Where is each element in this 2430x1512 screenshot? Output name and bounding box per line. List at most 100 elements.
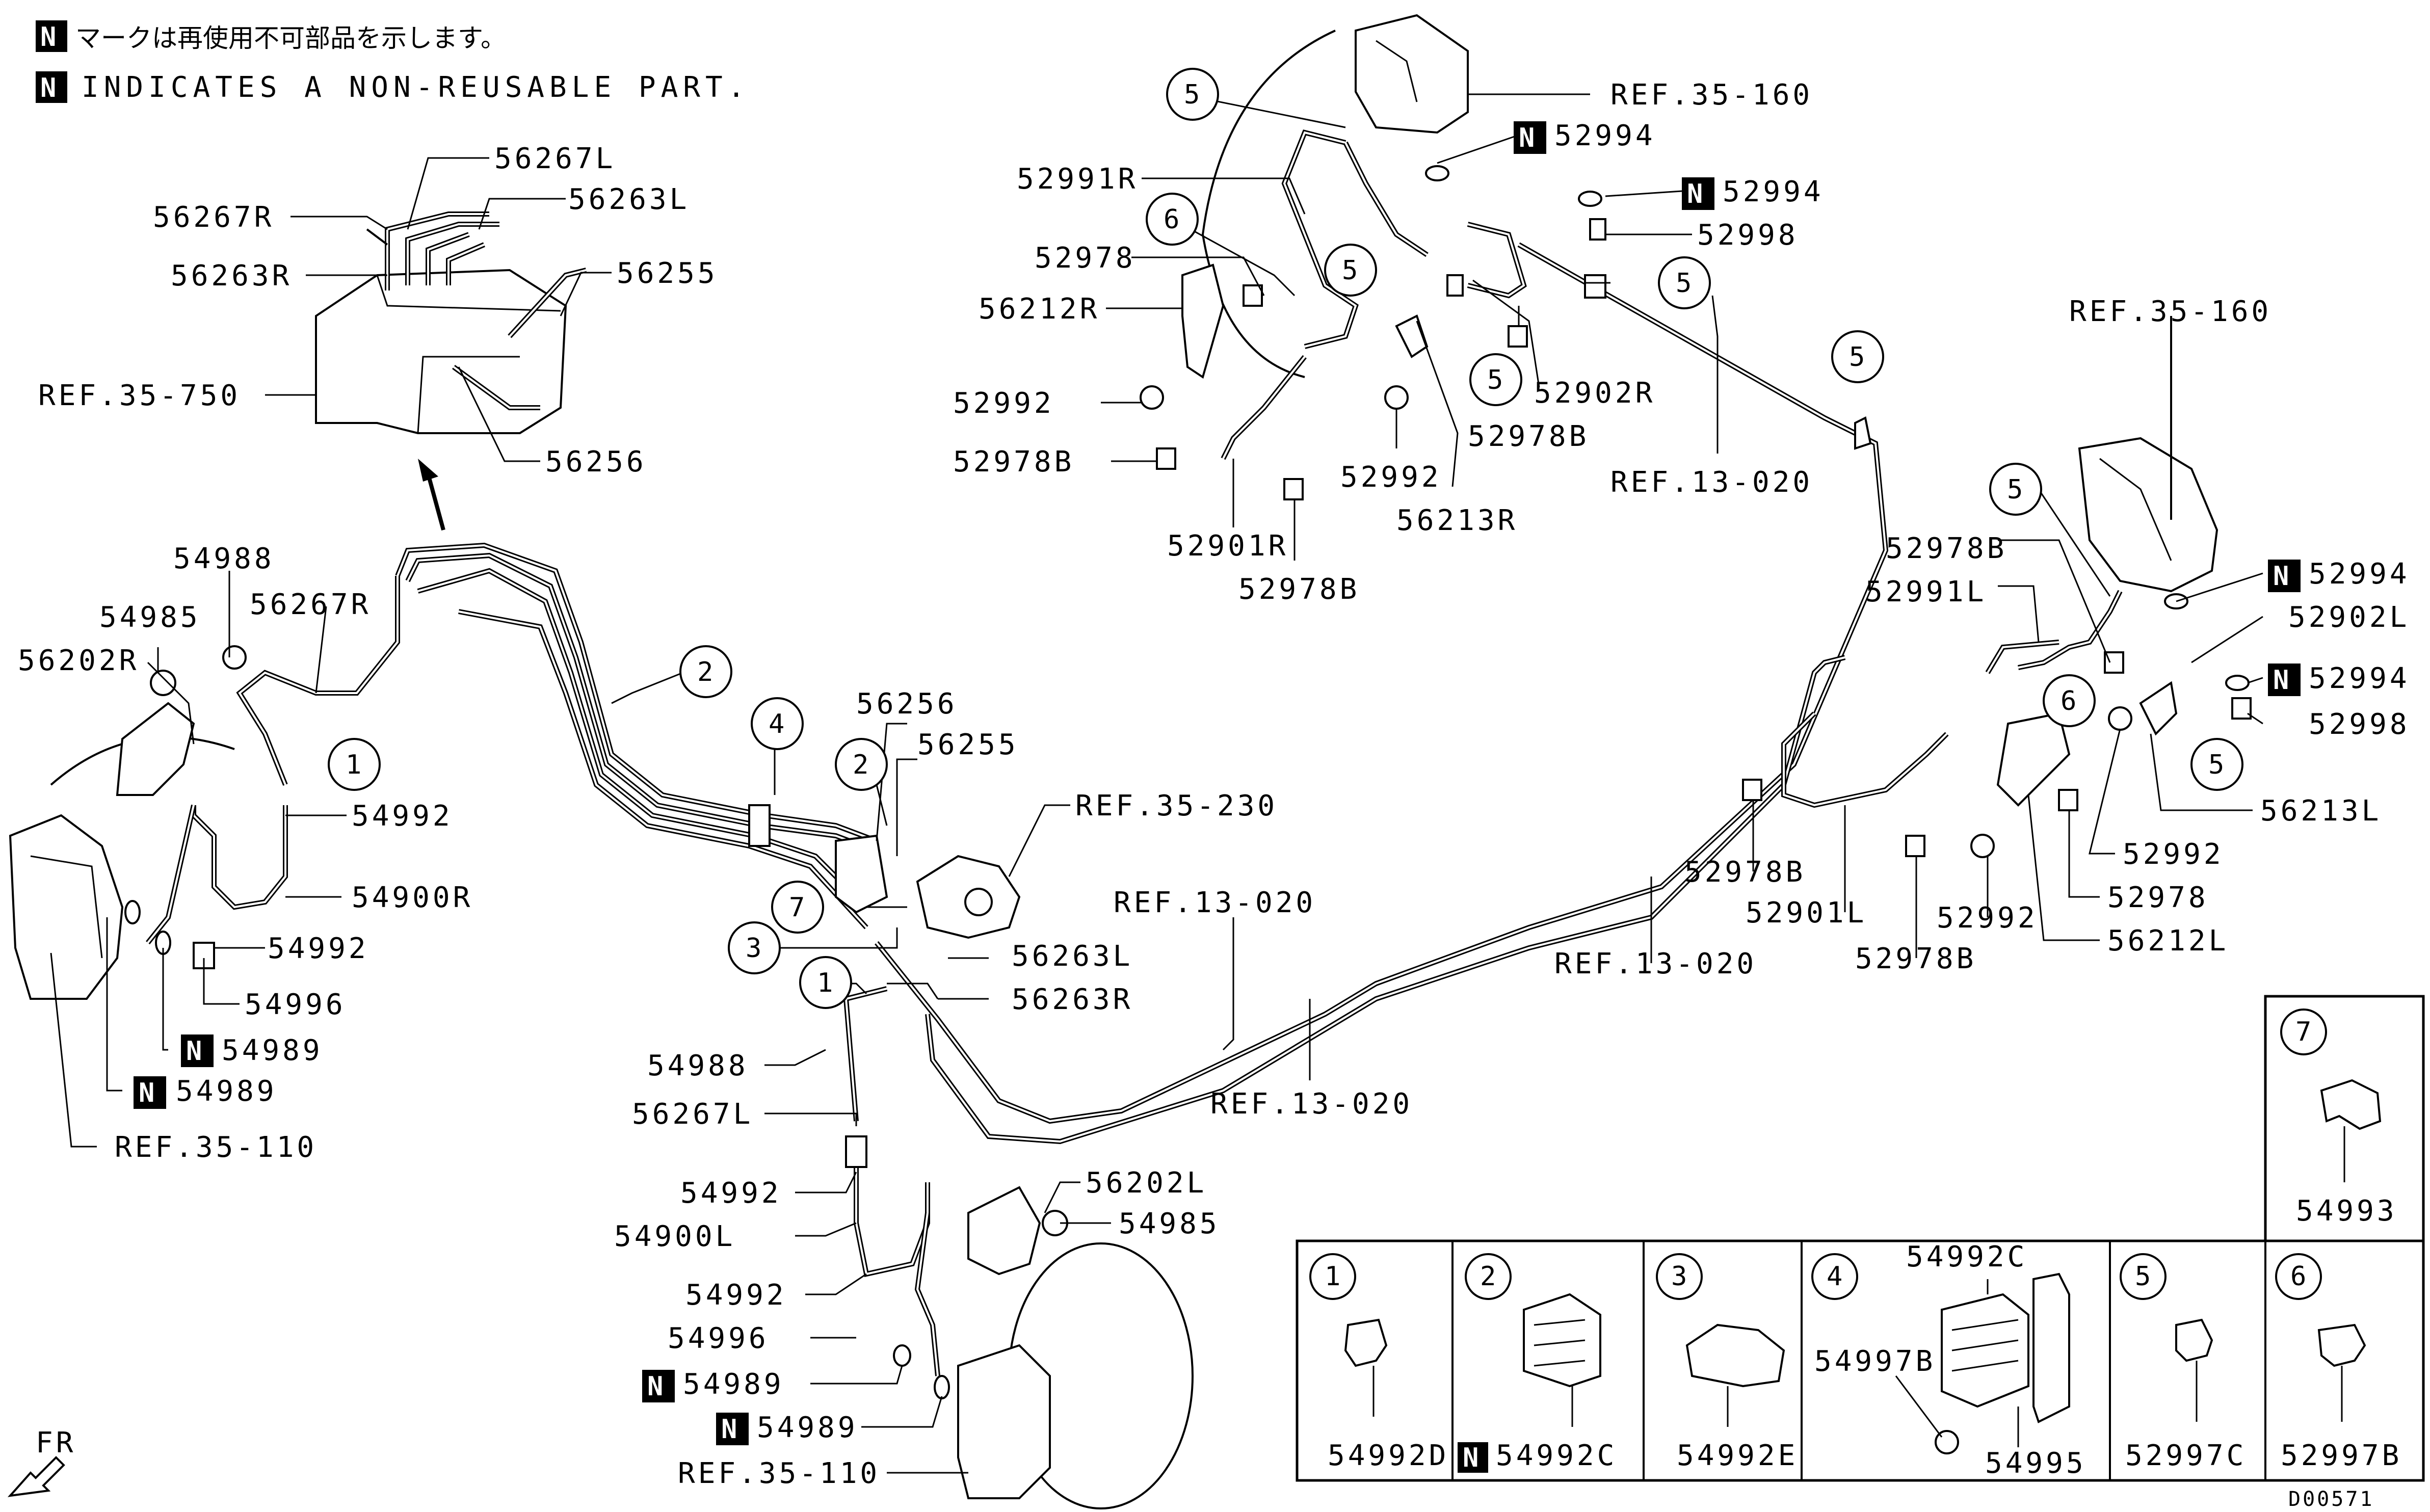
inset-part-54992E: 54992E bbox=[1677, 1439, 1798, 1472]
svg-text:5: 5 bbox=[2208, 750, 2224, 780]
n-mark-icon: N bbox=[647, 1371, 663, 1402]
legend: N マークは再使用不可部品を示します。 N INDICATES A NON-RE… bbox=[36, 20, 745, 104]
inset-part-52997C: 52997C bbox=[2125, 1439, 2247, 1472]
label-54988: 54988 bbox=[647, 1049, 749, 1082]
front-direction-indicator: FR bbox=[7, 1426, 76, 1497]
label-52998: 52998 bbox=[1697, 219, 1799, 252]
svg-text:3: 3 bbox=[1671, 1261, 1687, 1292]
leader-lines bbox=[50, 93, 2263, 1474]
label-ref-13-020: REF.13-020 bbox=[1610, 466, 1813, 499]
label-56255: 56255 bbox=[617, 257, 718, 290]
svg-text:1: 1 bbox=[817, 968, 833, 998]
label-56267L: 56267L bbox=[494, 142, 616, 175]
callout-circle-2: 2 bbox=[835, 738, 888, 791]
label-56256: 56256 bbox=[545, 445, 647, 479]
inset-part-54995: 54995 bbox=[1985, 1447, 2086, 1480]
svg-text:5: 5 bbox=[1184, 79, 1200, 110]
label-54989: 54989 bbox=[683, 1368, 784, 1401]
inset-cell-5: 5 52997C bbox=[2120, 1253, 2247, 1472]
n-mark-icon: N bbox=[186, 1036, 202, 1067]
svg-text:5: 5 bbox=[1487, 365, 1503, 395]
svg-text:4: 4 bbox=[1827, 1261, 1842, 1292]
label-56256: 56256 bbox=[856, 687, 958, 721]
label-52978B: 52978B bbox=[1468, 420, 1589, 453]
n-mark-icon: N bbox=[40, 22, 56, 52]
label-ref-13-020: REF.13-020 bbox=[1210, 1087, 1413, 1121]
svg-text:1: 1 bbox=[1325, 1261, 1340, 1292]
label-54988: 54988 bbox=[173, 542, 275, 575]
label-56213L: 56213L bbox=[2260, 794, 2382, 828]
drawing-id: D00571 bbox=[2288, 1488, 2374, 1511]
label-54989: 54989 bbox=[176, 1075, 277, 1108]
label-52992: 52992 bbox=[1340, 461, 1442, 494]
label-52991R: 52991R bbox=[1017, 163, 1138, 196]
svg-text:5: 5 bbox=[2007, 474, 2023, 505]
label-56212R: 56212R bbox=[979, 293, 1100, 326]
svg-text:2: 2 bbox=[697, 657, 713, 687]
arrow-up-icon bbox=[418, 459, 445, 531]
label-52978B: 52978B bbox=[1855, 942, 1976, 975]
label-52901L: 52901L bbox=[1746, 896, 1867, 930]
svg-text:5: 5 bbox=[1342, 255, 1358, 286]
label-56263R: 56263R bbox=[1012, 983, 1133, 1016]
inset-part-54997B: 54997B bbox=[1814, 1345, 1936, 1378]
rear-left-brake-drawing bbox=[1742, 316, 2252, 858]
inset-part-52997B: 52997B bbox=[2281, 1439, 2402, 1472]
arrow-left-down-icon bbox=[7, 1456, 65, 1497]
svg-text:2: 2 bbox=[853, 750, 868, 780]
label-54900R: 54900R bbox=[352, 881, 473, 914]
label-52994: 52994 bbox=[1554, 119, 1656, 152]
svg-text:3: 3 bbox=[746, 933, 761, 964]
label-52901R: 52901R bbox=[1167, 529, 1288, 563]
label-ref-35-160: REF.35-160 bbox=[2069, 295, 2271, 328]
label-54985: 54985 bbox=[99, 601, 201, 634]
label-56263L: 56263L bbox=[568, 183, 690, 216]
label-54989: 54989 bbox=[757, 1411, 858, 1444]
svg-text:6: 6 bbox=[1164, 204, 1179, 235]
inset-cell-4: 4 54992C 54997B 54995 bbox=[1811, 1240, 2086, 1480]
svg-text:5: 5 bbox=[2135, 1261, 2151, 1292]
inset-cell-2: 2 N 54992C bbox=[1458, 1253, 1617, 1473]
callout-circle-3: 3 bbox=[728, 921, 781, 974]
inset-part-54992C: 54992C bbox=[1496, 1439, 1617, 1472]
legend-jp-note: マークは再使用不可部品を示します。 bbox=[75, 23, 506, 53]
svg-text:6: 6 bbox=[2290, 1261, 2306, 1292]
label-52902R: 52902R bbox=[1534, 377, 1655, 410]
inset-cell-7: 7 54993 bbox=[2280, 1009, 2397, 1228]
label-52994: 52994 bbox=[2309, 558, 2410, 591]
label-52978B: 52978B bbox=[1238, 573, 1360, 606]
inset-part-54992C: 54992C bbox=[1906, 1240, 2027, 1274]
callout-circle-6: 6 bbox=[1146, 193, 1199, 246]
front-left-brake-drawing bbox=[845, 1135, 1194, 1509]
svg-text:4: 4 bbox=[769, 709, 784, 739]
n-mark-icon: N bbox=[721, 1414, 737, 1445]
callout-circle-2: 2 bbox=[679, 645, 732, 698]
callout-circle-5: 5 bbox=[1658, 256, 1711, 309]
label-56267R: 56267R bbox=[153, 201, 274, 234]
brake-pipes bbox=[236, 242, 1889, 1145]
label-54992: 54992 bbox=[685, 1279, 787, 1312]
fr-label: FR bbox=[36, 1426, 76, 1460]
label-52994: 52994 bbox=[2309, 662, 2410, 695]
inset-part-54992D: 54992D bbox=[1328, 1439, 1449, 1472]
label-54985: 54985 bbox=[1119, 1207, 1220, 1240]
svg-text:7: 7 bbox=[789, 892, 805, 923]
label-ref-35-230: REF.35-230 bbox=[1075, 789, 1278, 823]
front-right-brake-drawing bbox=[9, 645, 288, 1000]
valve-drawing bbox=[748, 804, 1021, 939]
label-56263R: 56263R bbox=[171, 259, 292, 293]
label-56213R: 56213R bbox=[1396, 504, 1518, 537]
label-52992: 52992 bbox=[953, 387, 1054, 420]
inset-cell-1: 1 54992D bbox=[1309, 1253, 1449, 1472]
label-52978B: 52978B bbox=[1886, 532, 2007, 565]
label-52978: 52978 bbox=[2107, 881, 2209, 914]
label-54996: 54996 bbox=[668, 1322, 769, 1355]
label-52902L: 52902L bbox=[2288, 601, 2410, 634]
abs-unit-drawing bbox=[315, 211, 587, 434]
inset-part-54993: 54993 bbox=[2296, 1195, 2397, 1228]
label-54989: 54989 bbox=[222, 1034, 323, 1067]
callout-circle-1: 1 bbox=[799, 956, 852, 1009]
callout-circle-5: 5 bbox=[1989, 463, 2042, 516]
rear-right-brake-drawing bbox=[1140, 14, 1872, 500]
label-56202L: 56202L bbox=[1086, 1166, 1207, 1200]
